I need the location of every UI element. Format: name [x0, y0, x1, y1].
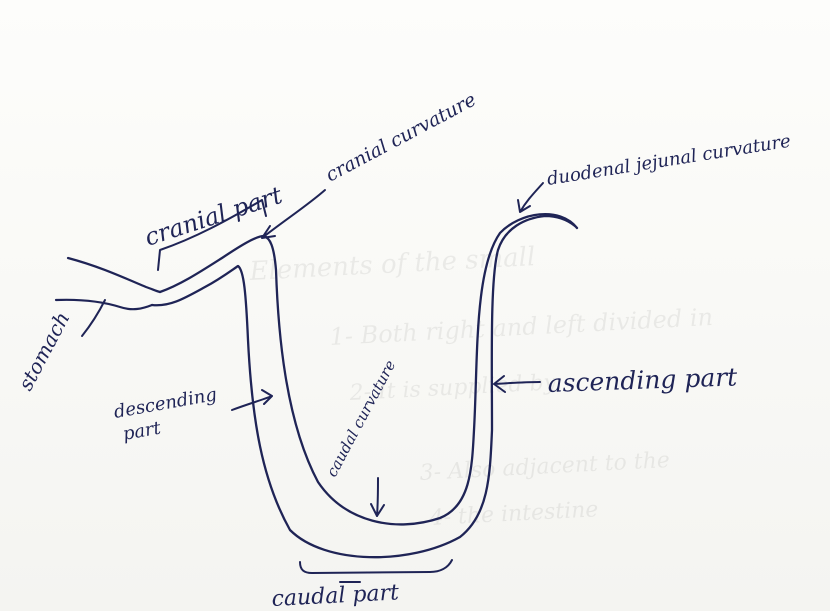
caudal-curvature-label: caudal curvature: [323, 357, 400, 480]
svg-text:4- the intestine: 4- the intestine: [428, 497, 599, 531]
caudal-curvature-arrow: [371, 478, 384, 516]
descending-part-label-line1: descending: [112, 384, 218, 423]
svg-text:3- Also adjacent to the: 3- Also adjacent to the: [419, 448, 670, 486]
cranial-curvature-label: cranial curvature: [322, 89, 480, 187]
svg-text:1- Both right and left divided: 1- Both right and left divided in: [329, 303, 714, 351]
duodenojejunal-curvature-label: duodenal jejunal curvature: [545, 131, 792, 190]
caudal-part-label: caudal part: [271, 580, 400, 611]
stomach-label: stomach: [13, 308, 74, 395]
stomach-outline-upper: [68, 258, 160, 292]
caudal-part-bracket: [300, 560, 452, 573]
stomach-pointer: [82, 300, 105, 336]
ascending-part-label: ascending part: [547, 362, 738, 398]
duodenojejunal-curvature-arrow: [518, 183, 543, 212]
cranial-part-label: cranial part: [141, 181, 286, 252]
descending-part-label-line2: part: [121, 417, 163, 444]
